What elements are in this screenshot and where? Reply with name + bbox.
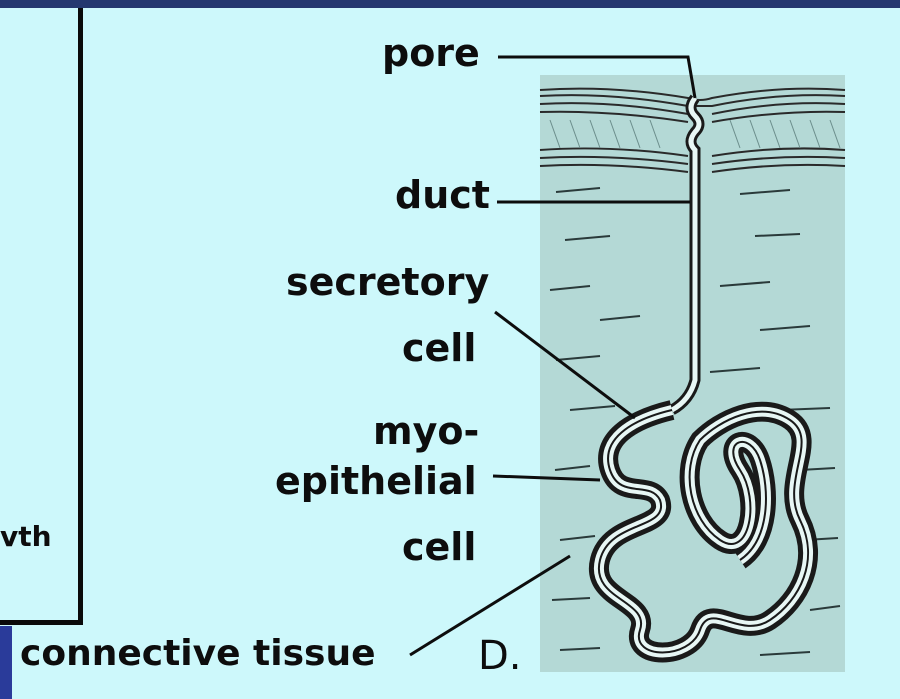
label-myoepithelial-cell: cell: [402, 528, 476, 566]
label-panel-letter: D.: [478, 636, 522, 676]
label-secretory: secretory: [286, 263, 489, 301]
label-duct: duct: [395, 176, 490, 214]
label-secretory-cell: cell: [402, 329, 476, 367]
label-epithelial: epithelial: [275, 462, 477, 500]
label-myo: myo-: [373, 412, 479, 450]
label-pore: pore: [382, 34, 480, 72]
label-connective-tissue: connective tissue: [20, 636, 376, 672]
